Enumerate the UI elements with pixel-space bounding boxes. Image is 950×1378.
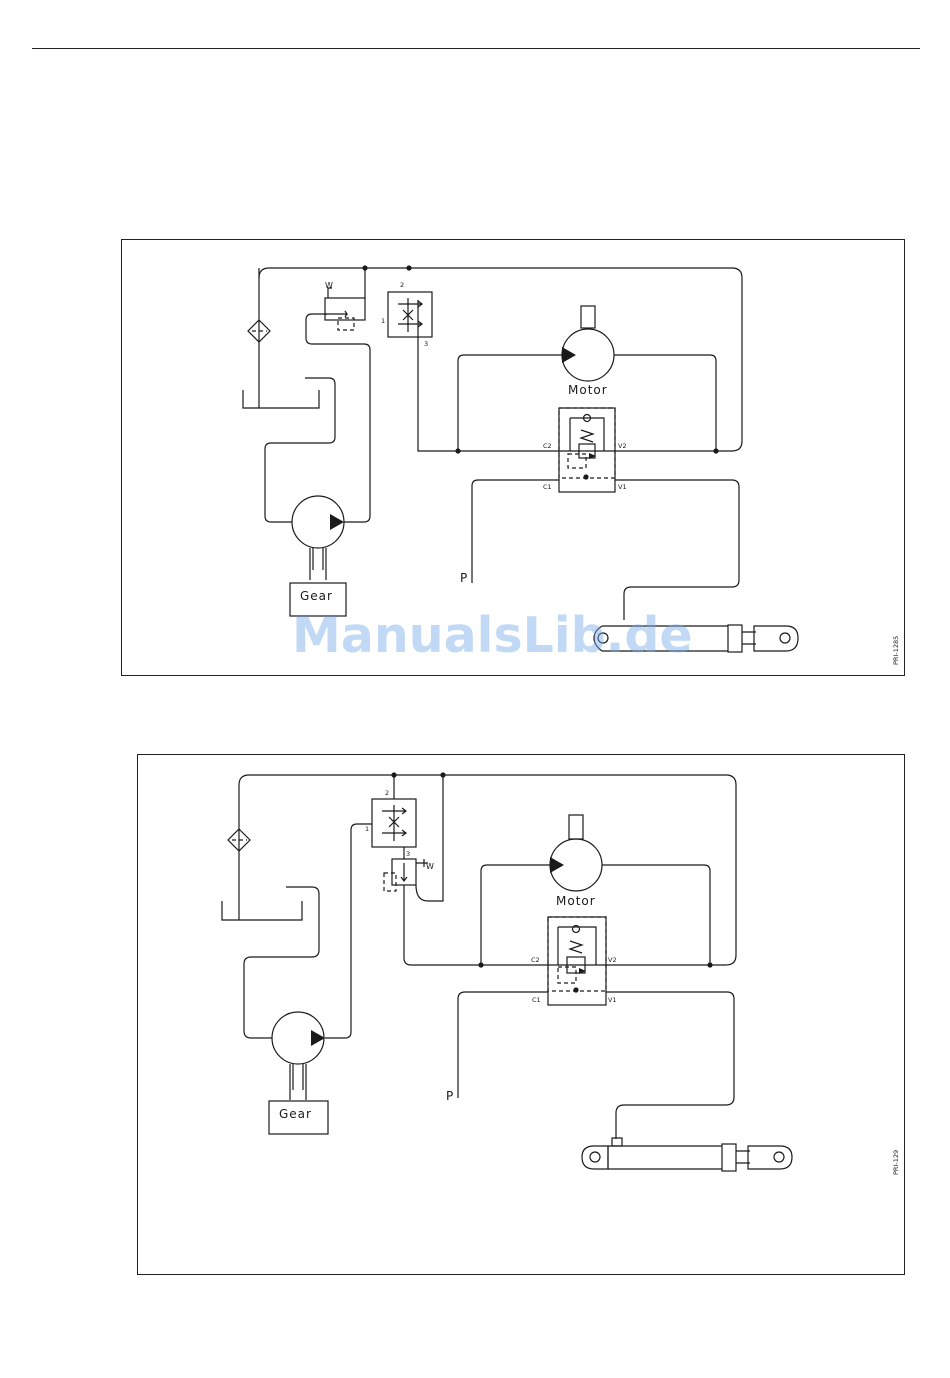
hydraulic-cylinder [582,1138,792,1171]
svg-text:V1: V1 [608,996,617,1004]
flow-divider-valve: 2 1 3 [381,281,432,348]
return-line-top [239,775,736,965]
watermark: ManualsLib.de [292,607,693,664]
cylinder-line [615,480,739,620]
priority-valve: W [325,268,365,330]
svg-text:Gear: Gear [279,1107,312,1121]
svg-text:C1: C1 [543,483,552,491]
motor-line-right [614,355,716,451]
svg-text:1: 1 [381,317,385,325]
svg-text:V2: V2 [618,442,627,450]
svg-text:W: W [426,862,434,871]
junction-dot [406,265,411,270]
svg-text:W: W [325,281,333,290]
gear-pump: Gear [290,496,346,616]
reservoir-tank [222,785,302,920]
svg-text:3: 3 [406,850,410,858]
svg-text:Gear: Gear [300,589,333,603]
gear-pump: Gear [269,1012,328,1134]
motor-line-left [481,865,550,965]
junction-dot [478,962,483,967]
header-rule [32,48,920,49]
svg-text:C2: C2 [531,956,540,964]
svg-text:Motor: Motor [568,383,608,397]
hydraulic-motor: Motor [550,815,602,908]
svg-text:V2: V2 [608,956,617,964]
return-line-top [259,268,742,451]
pump-outlet-line [306,314,370,522]
svg-text:Motor: Motor [556,894,596,908]
svg-text:P: P [446,1089,453,1103]
svg-text:P: P [460,571,467,585]
pressure-line [472,480,559,583]
svg-text:C2: C2 [543,442,552,450]
suction-line [265,378,335,522]
hydraulic-motor: Motor [562,306,614,397]
hydraulic-schematic-2: Gear 2 1 3 W Motor [138,755,906,1276]
svg-text:2: 2 [385,789,389,797]
figure-code: PRI-1285 [892,636,900,665]
motor-line-right [602,865,710,965]
pump-outlet-line [325,824,372,1038]
svg-text:3: 3 [424,340,428,348]
junction-dot [713,448,718,453]
figure-code: PRI-129 [892,1150,900,1175]
svg-text:C1: C1 [532,996,541,1004]
svg-text:1: 1 [365,825,369,833]
svg-text:2: 2 [400,281,404,289]
pressure-line [458,992,548,1098]
junction-dot [707,962,712,967]
hydraulic-diagram-2: Gear 2 1 3 W Motor [137,754,905,1275]
svg-text:V1: V1 [618,483,627,491]
priority-valve: W [384,775,443,901]
flow-divider-valve: 2 1 3 [365,775,416,858]
suction-line [244,887,319,1038]
motor-line-left [458,355,562,451]
cylinder-line [606,992,734,1139]
junction-dot [455,448,460,453]
